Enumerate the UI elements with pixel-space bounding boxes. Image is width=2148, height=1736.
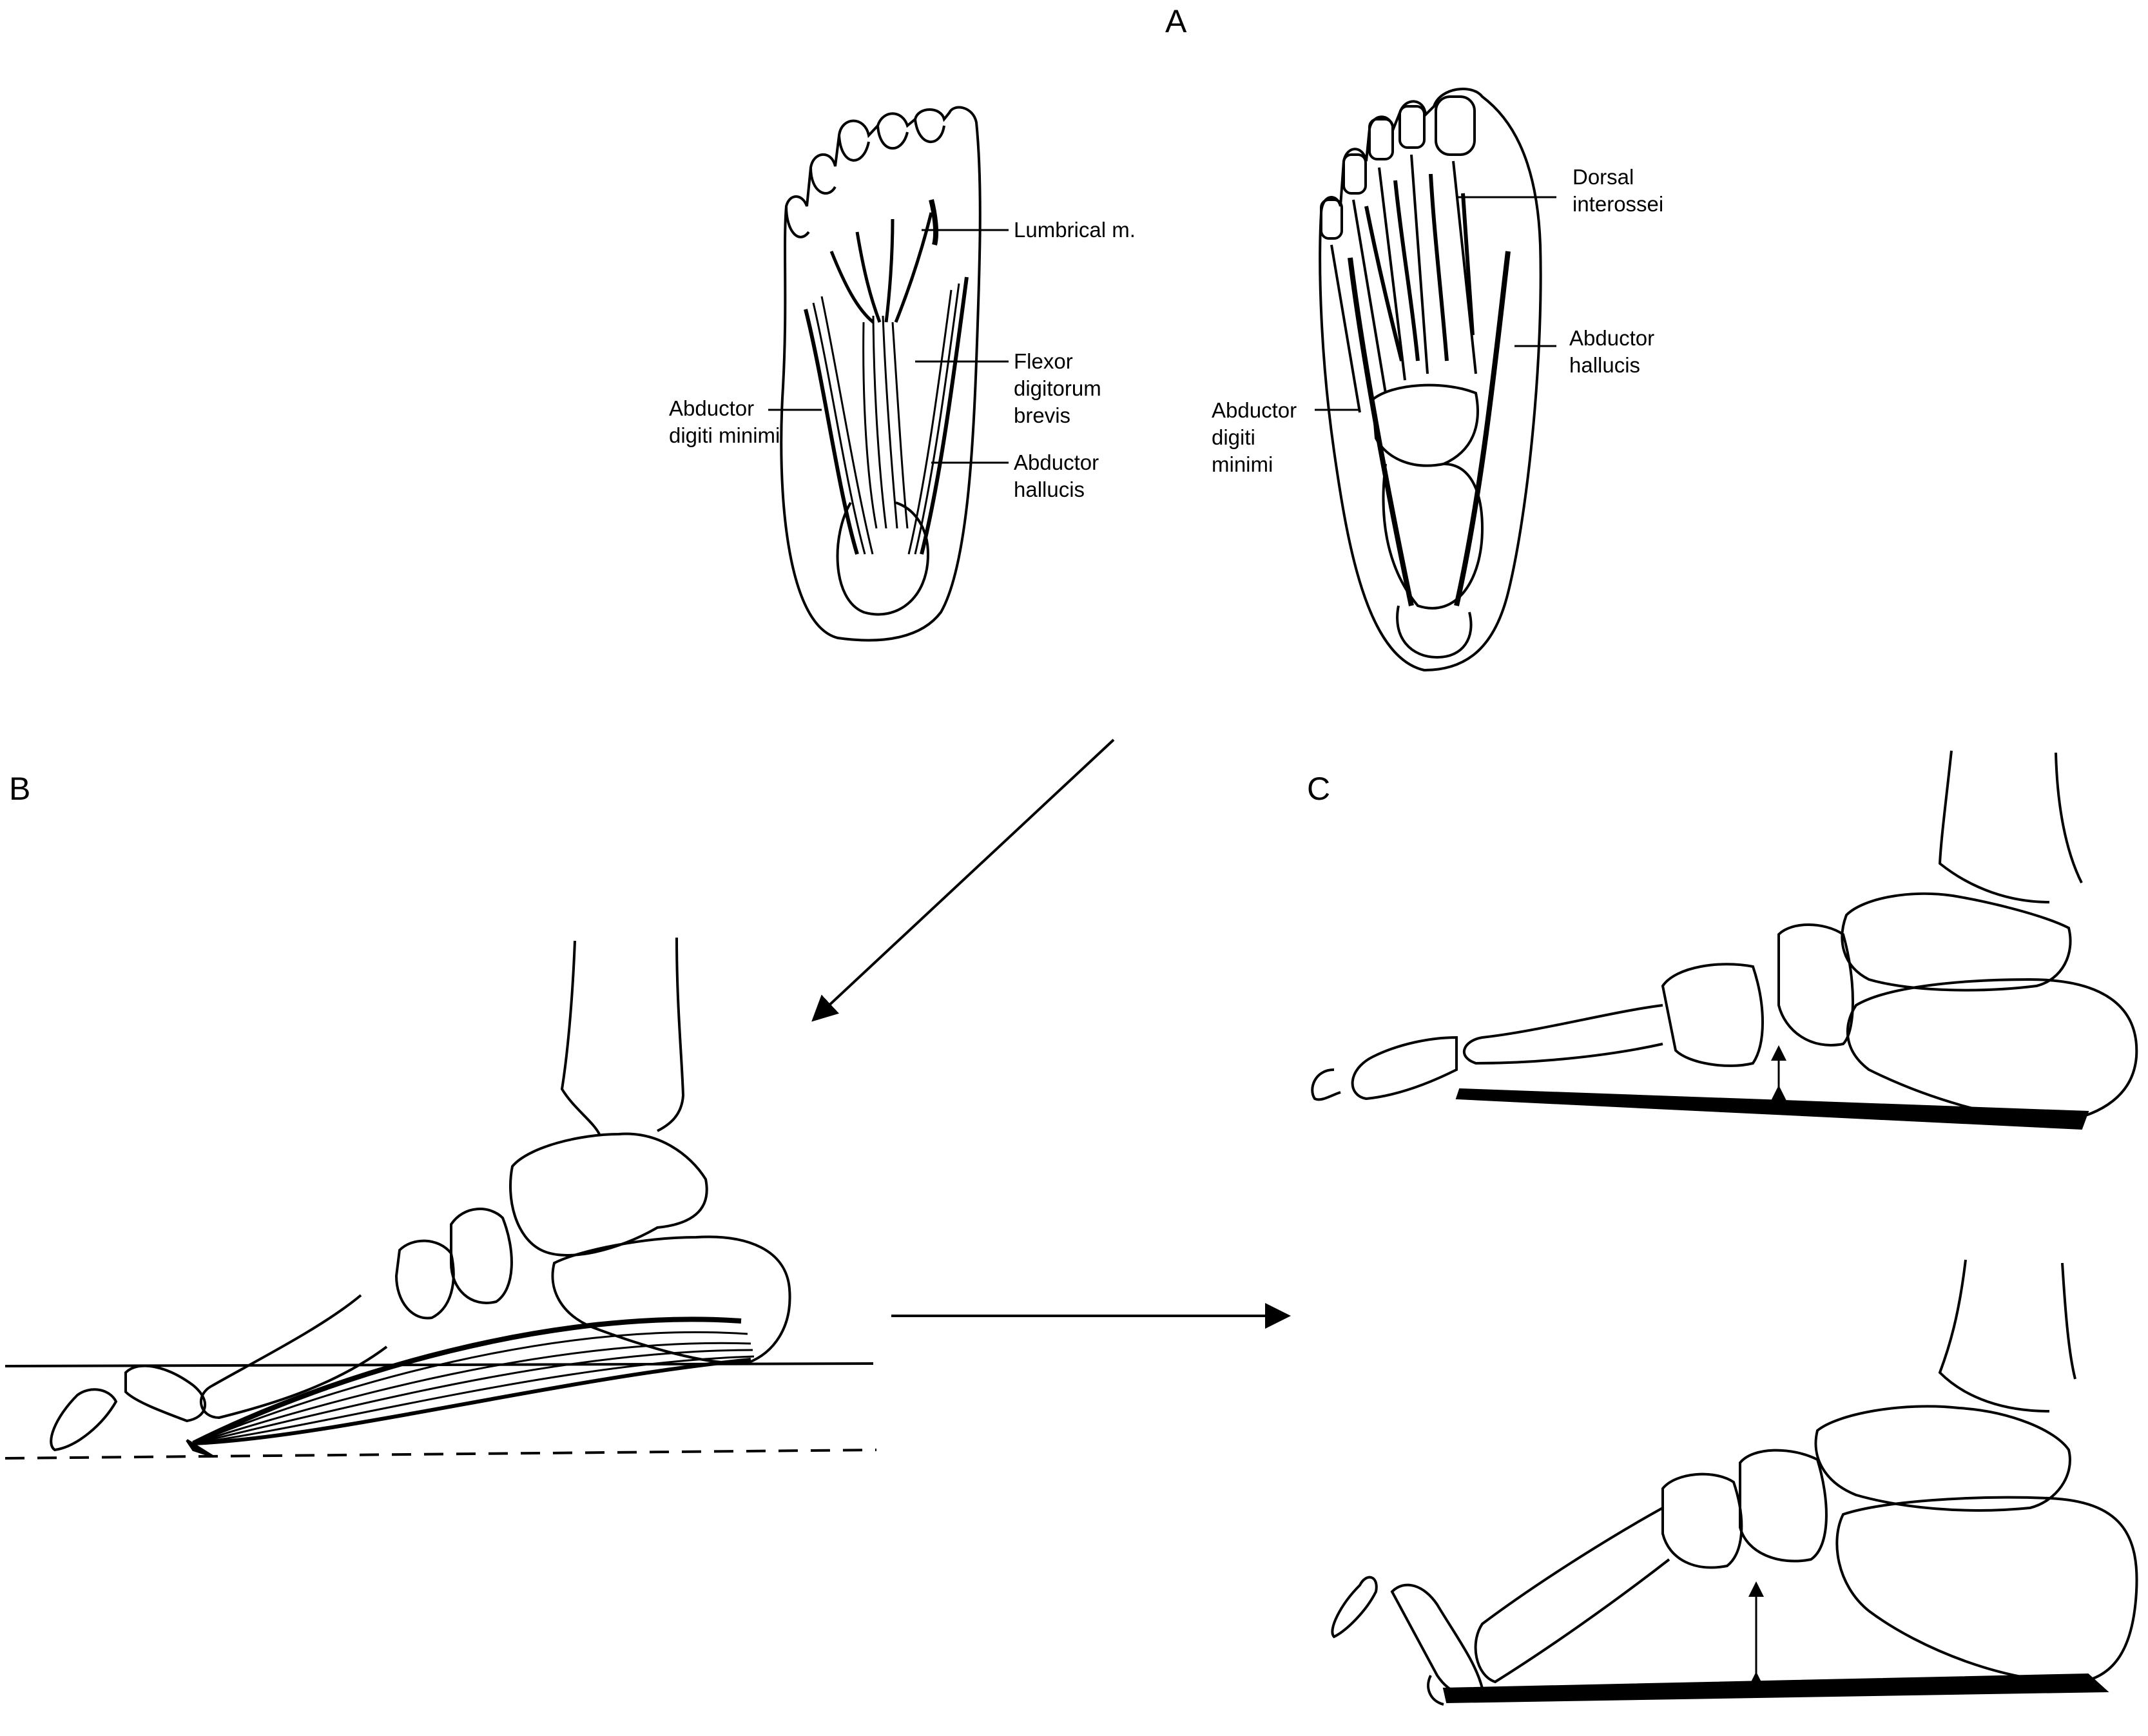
label-flexor-line-2: digitorum <box>1014 375 1101 402</box>
label-dorsal-line-1: Dorsal <box>1572 164 1663 191</box>
label-abd-digiti-right-line-3: minimi <box>1212 451 1297 478</box>
label-abductor-hallucis-right: Abductor hallucis <box>1569 325 1654 379</box>
label-abd-digiti-left-line-2: digiti minimi <box>669 422 780 449</box>
label-abductor-digiti-minimi-left: Abductor digiti minimi <box>669 395 780 449</box>
label-dorsal-line-2: interossei <box>1572 191 1663 218</box>
label-abd-digiti-left-line-1: Abductor <box>669 395 780 422</box>
label-abd-hallucis-right-line-2: hallucis <box>1569 352 1654 379</box>
label-lumbrical: Lumbrical m. <box>1014 217 1136 244</box>
label-flexor-digitorum-brevis: Flexor digitorum brevis <box>1014 348 1101 429</box>
label-abd-hallucis-left-line-2: hallucis <box>1014 476 1099 503</box>
label-abductor-hallucis-left: Abductor hallucis <box>1014 449 1099 503</box>
plantar-foot-muscles-illustration <box>781 108 980 641</box>
foot-skeleton-interossei-illustration <box>1320 89 1540 670</box>
arrow-a-to-b <box>815 740 1114 1018</box>
label-abd-hallucis-left-line-1: Abductor <box>1014 449 1099 476</box>
foot-skeleton-raised-arch <box>1332 1260 2136 1704</box>
label-dorsal-interossei: Dorsal interossei <box>1572 164 1663 218</box>
label-abd-digiti-right-line-1: Abductor <box>1212 397 1297 424</box>
label-abd-hallucis-right-line-1: Abductor <box>1569 325 1654 352</box>
label-flexor-line-1: Flexor <box>1014 348 1101 375</box>
lateral-foot-muscle-illustration <box>5 938 876 1458</box>
label-abductor-digiti-minimi-right: Abductor digiti minimi <box>1212 397 1297 478</box>
label-flexor-line-3: brevis <box>1014 402 1101 429</box>
label-abd-digiti-right-line-2: digiti <box>1212 424 1297 451</box>
foot-skeleton-normal-arch <box>1312 751 2136 1129</box>
